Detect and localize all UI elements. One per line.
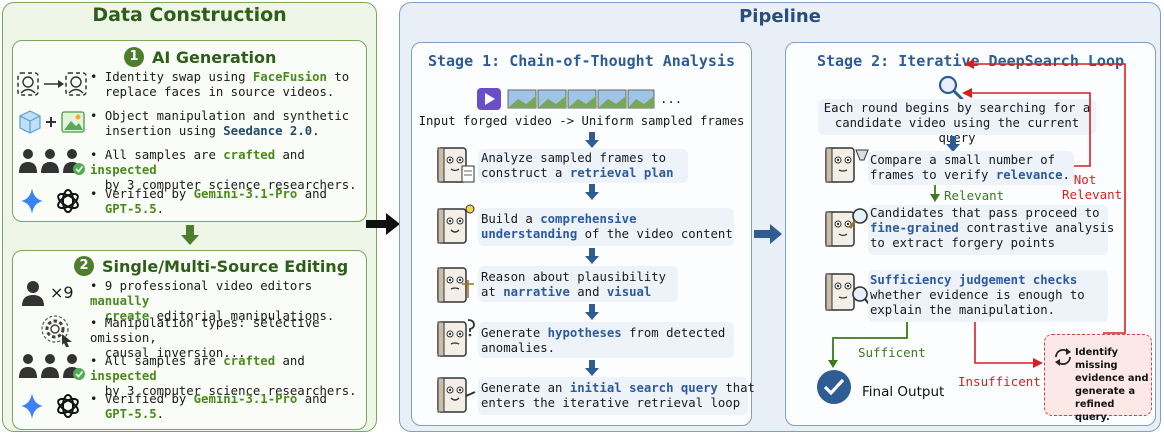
- editing-header: 2 Single/Multi-Source Editing: [74, 256, 348, 276]
- book-character-cup-icon: [825, 147, 869, 183]
- search-icon: [938, 75, 964, 101]
- editing-title: Single/Multi-Source Editing: [102, 256, 349, 276]
- refine-query-box: [1044, 334, 1152, 416]
- step2-text: Build a comprehensive understanding of t…: [481, 212, 733, 241]
- search-step-text: Each round begins by searching for a can…: [823, 101, 1091, 145]
- data-construction-title: Data Construction: [92, 4, 287, 26]
- panel-connector-arrow: [366, 213, 400, 235]
- book-character-icon: [437, 147, 475, 183]
- book-character-check-icon: [825, 273, 870, 311]
- step2-bg: [478, 208, 734, 246]
- ai-item-3: • All samples are crafted and inspected …: [90, 148, 357, 192]
- step4-bg: [478, 322, 734, 358]
- edit-item-4: • Verified by Gemini-3.1-Pro and GPT-5.5…: [90, 392, 327, 421]
- ai-generation-title: AI Generation: [152, 47, 277, 67]
- step3-text: Reason about plausibility at narrative a…: [481, 270, 667, 299]
- book-character-question-icon: [437, 319, 475, 357]
- ai-generation-header: 1 AI Generation: [124, 47, 276, 67]
- candidates-step-text: Candidates that pass proceed to fine-gra…: [870, 206, 1115, 250]
- editing-box: [12, 250, 367, 430]
- editor-count: ×9: [50, 283, 74, 302]
- ai-item-2: • Object manipulation and synthetic inse…: [90, 109, 350, 138]
- ai-item-4: • Verified by Gemini-3.1-Pro and GPT-5.5…: [90, 187, 327, 216]
- edit-item-1: • 9 professional video editors manually …: [90, 279, 335, 323]
- compare-step-bg: [868, 151, 1074, 185]
- frames-ellipsis: ...: [660, 92, 683, 106]
- step3-bg: [478, 266, 678, 302]
- researchers-icon-2: [19, 354, 85, 380]
- book-character-point-icon: [437, 377, 476, 413]
- check-circle-icon: [817, 370, 851, 404]
- input-label: Input forged video -> Uniform sampled fr…: [418, 114, 745, 128]
- candidates-step-bg: [868, 205, 1108, 255]
- sufficiency-step-text: Sufficiency judgement checks whether evi…: [870, 273, 1085, 317]
- stage1-title: Stage 1: Chain-of-Thought Analysis: [427, 52, 736, 70]
- edit-item-3: • All samples are crafted and inspected …: [90, 354, 357, 398]
- section-number-1: 1: [124, 47, 144, 67]
- stage2-flow-arrows: [828, 59, 1126, 368]
- gemini-openai-icon: [21, 188, 79, 214]
- green-down-arrow: [181, 225, 199, 245]
- step5-bg: [478, 377, 748, 415]
- stage1-arrows: [585, 132, 599, 376]
- book-character-scale-icon: [437, 267, 474, 303]
- editor-person-icon: [22, 281, 44, 306]
- refresh-icon: [1055, 348, 1071, 366]
- step4-text: Generate hypotheses from detected anomal…: [481, 326, 726, 355]
- researchers-icon: [19, 149, 85, 175]
- book-character-bulb-icon: [437, 204, 475, 244]
- relevant-label: Relevant: [944, 188, 1005, 203]
- not-relevant-label: Not Relevant: [1062, 172, 1123, 202]
- pipeline-title: Pipeline: [739, 6, 821, 27]
- refine-query-text: Identify missing evidence and generate a…: [1075, 347, 1149, 423]
- section-number-2: 2: [74, 256, 94, 276]
- step1-bg: [478, 149, 688, 183]
- compare-step-text: Compare a small number of frames to veri…: [870, 153, 1070, 182]
- step1-text: Analyze sampled frames to construct a re…: [481, 151, 674, 180]
- gear-icon: [41, 315, 72, 347]
- ai-item-1: • Identity swap using FaceFusion to repl…: [90, 70, 350, 99]
- book-character-magnifier-icon: [825, 208, 868, 247]
- sufficent-label: Sufficent: [858, 345, 926, 360]
- final-output-label: Final Output: [862, 384, 945, 400]
- search-step-bg: [818, 99, 1096, 135]
- face-swap-icon: [17, 72, 87, 96]
- insufficent-label: Insufficent: [958, 374, 1041, 389]
- stage-connector-arrow: [754, 224, 782, 244]
- sufficiency-step-bg: [868, 270, 1108, 322]
- step5-text: Generate an initial search query that en…: [481, 381, 755, 410]
- gemini-openai-icon-2: [21, 393, 79, 419]
- edit-item-2: • Manipulation types: selective omission…: [90, 316, 320, 360]
- video-frames-icon: [477, 88, 655, 110]
- object-insert-icon: [19, 110, 85, 134]
